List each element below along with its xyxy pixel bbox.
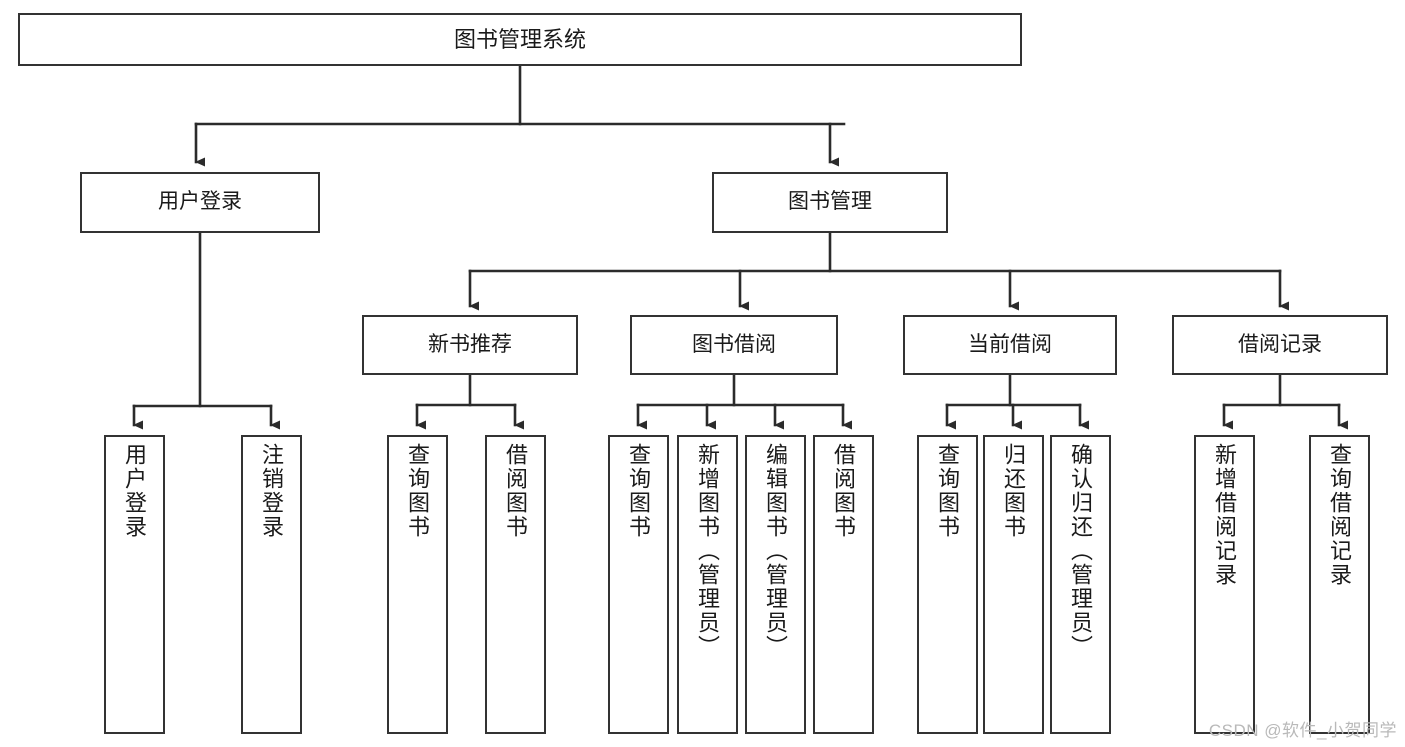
node-current-borrow-label: 当前借阅 [968,332,1052,356]
node-leaf-borrow-book-1-label: 借阅图书 [503,443,529,539]
node-leaf-query-record-label: 查询借阅记录 [1327,443,1353,587]
node-book-borrow[interactable]: 图书借阅 [630,315,838,375]
node-leaf-borrow-book-2[interactable]: 借阅图书 [813,435,874,734]
node-borrow-record[interactable]: 借阅记录 [1172,315,1388,375]
node-leaf-add-book[interactable]: 新增图书（管理员） [677,435,738,734]
node-current-borrow[interactable]: 当前借阅 [903,315,1117,375]
node-leaf-user-login[interactable]: 用户登录 [104,435,165,734]
node-leaf-edit-book-label: 编辑图书（管理员） [763,443,789,659]
node-leaf-user-login-label: 用户登录 [122,443,148,539]
node-leaf-logout-label: 注销登录 [259,443,285,539]
node-leaf-borrow-book-1[interactable]: 借阅图书 [485,435,546,734]
node-leaf-logout[interactable]: 注销登录 [241,435,302,734]
node-leaf-query-book-2[interactable]: 查询图书 [608,435,669,734]
node-leaf-edit-book[interactable]: 编辑图书（管理员） [745,435,806,734]
node-leaf-add-record[interactable]: 新增借阅记录 [1194,435,1255,734]
node-book-borrow-label: 图书借阅 [692,332,776,356]
node-leaf-query-book-2-label: 查询图书 [626,443,652,539]
node-leaf-query-record[interactable]: 查询借阅记录 [1309,435,1370,734]
node-leaf-query-book-3-label: 查询图书 [935,443,961,539]
node-new-book-recommend-label: 新书推荐 [428,332,512,356]
node-book-manage-label: 图书管理 [788,190,872,214]
node-leaf-confirm-return-label: 确认归还（管理员） [1068,443,1094,659]
node-borrow-record-label: 借阅记录 [1238,332,1322,356]
node-leaf-borrow-book-2-label: 借阅图书 [831,443,857,539]
node-root[interactable]: 图书管理系统 [18,13,1022,66]
node-new-book-recommend[interactable]: 新书推荐 [362,315,578,375]
node-leaf-query-book-1[interactable]: 查询图书 [387,435,448,734]
node-leaf-return-book-label: 归还图书 [1001,443,1027,539]
node-root-label: 图书管理系统 [453,26,586,52]
node-leaf-add-record-label: 新增借阅记录 [1212,443,1238,587]
node-leaf-add-book-label: 新增图书（管理员） [695,443,721,659]
node-leaf-query-book-3[interactable]: 查询图书 [917,435,978,734]
node-leaf-return-book[interactable]: 归还图书 [983,435,1044,734]
node-book-manage[interactable]: 图书管理 [712,172,948,233]
node-user-login-label: 用户登录 [158,190,242,214]
node-user-login[interactable]: 用户登录 [80,172,320,233]
node-leaf-query-book-1-label: 查询图书 [405,443,431,539]
node-leaf-confirm-return[interactable]: 确认归还（管理员） [1050,435,1111,734]
